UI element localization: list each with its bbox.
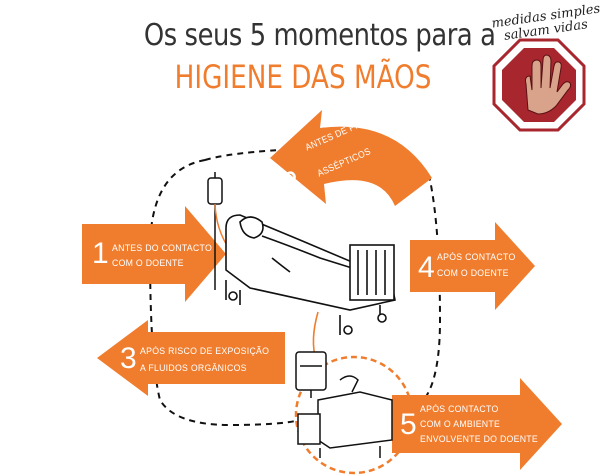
- moment-3-label-line1: APÓS RISCO DE EXPOSIÇÃO: [140, 345, 269, 358]
- moment-4-label-line1: APÓS CONTACTO: [437, 251, 516, 264]
- drainage-bag-illustration: [296, 352, 326, 398]
- moment-1-label-line2: COM O DOENTE: [112, 257, 184, 270]
- svg-text:. . . .: . . . .: [536, 123, 543, 127]
- moment-5-label-line2: COM O AMBIENTE: [420, 418, 500, 431]
- moment-4-number: 4: [418, 253, 435, 283]
- moment-1-number: 1: [92, 239, 109, 269]
- moment-3-label-line2: A FLUIDOS ORGÂNICOS: [140, 362, 247, 375]
- moment-5-label-line1: APÓS CONTACTO: [420, 403, 499, 416]
- moment-3-number: 3: [120, 344, 137, 374]
- moment-5-label-line3: ENVOLVENTE DO DOENTE: [420, 433, 538, 446]
- moment-1-label-line1: ANTES DO CONTACTO: [112, 242, 212, 255]
- stop-hand-octagon-icon: . . . .: [494, 40, 584, 130]
- logo-tagline: medidas simples salvam vidas: [488, 4, 604, 48]
- moment-4-label-line2: COM O DOENTE: [437, 267, 509, 280]
- moment-5-number: 5: [400, 410, 417, 440]
